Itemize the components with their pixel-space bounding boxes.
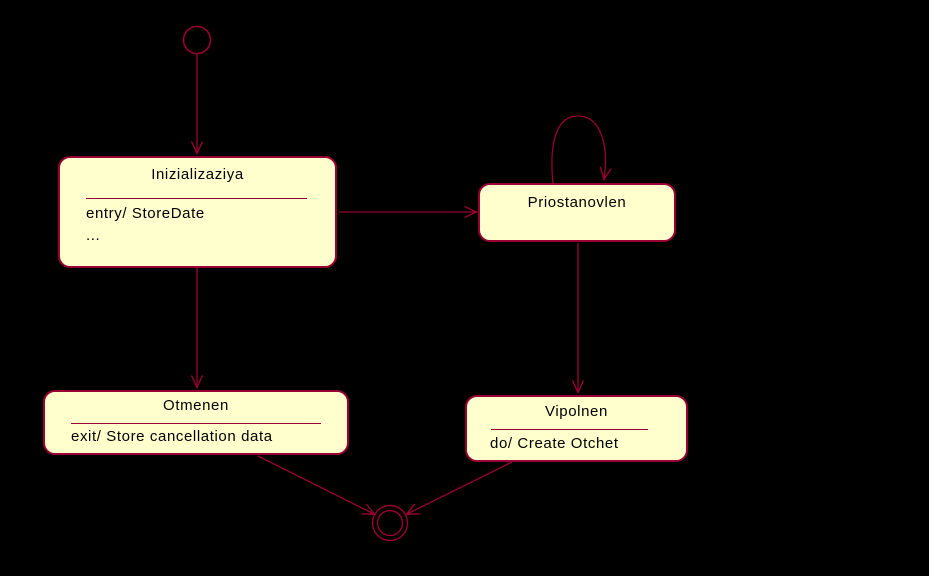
state-vipolnen[interactable]: Vipolnen do/ Create Otchet (465, 395, 688, 462)
state-action-entry: entry/ StoreDate (86, 205, 205, 222)
state-inizializaziya[interactable]: Inizializaziya entry/ StoreDate ... (58, 156, 337, 268)
state-title: Vipolnen (545, 403, 608, 420)
state-action-ellipsis: ... (86, 227, 101, 244)
state-actions: do/ Create Otchet (467, 433, 686, 455)
state-compartment-divider (71, 423, 321, 424)
final-state-outer-ring[interactable] (371, 504, 409, 542)
state-compartment-divider (86, 198, 307, 199)
state-action-exit: exit/ Store cancellation data (71, 428, 273, 445)
initial-state[interactable] (182, 25, 212, 55)
transition-otmenen-to-final[interactable] (257, 455, 376, 515)
state-actions: exit/ Store cancellation data (45, 426, 347, 448)
transition-priostanovlen-self-loop[interactable] (551, 115, 612, 185)
state-title: Otmenen (163, 397, 229, 414)
state-compartment-divider (491, 429, 648, 430)
state-otmenen[interactable]: Otmenen exit/ Store cancellation data (43, 390, 349, 455)
state-title: Inizializaziya (151, 166, 244, 183)
final-state[interactable] (371, 504, 409, 542)
final-state-inner-ring[interactable] (376, 509, 404, 537)
state-action-do: do/ Create Otchet (490, 435, 619, 452)
transition-vipolnen-to-final[interactable] (405, 461, 513, 515)
state-actions: entry/ StoreDate ... (60, 203, 335, 247)
state-priostanovlen[interactable]: Priostanovlen (478, 183, 676, 242)
state-title: Priostanovlen (527, 194, 627, 211)
